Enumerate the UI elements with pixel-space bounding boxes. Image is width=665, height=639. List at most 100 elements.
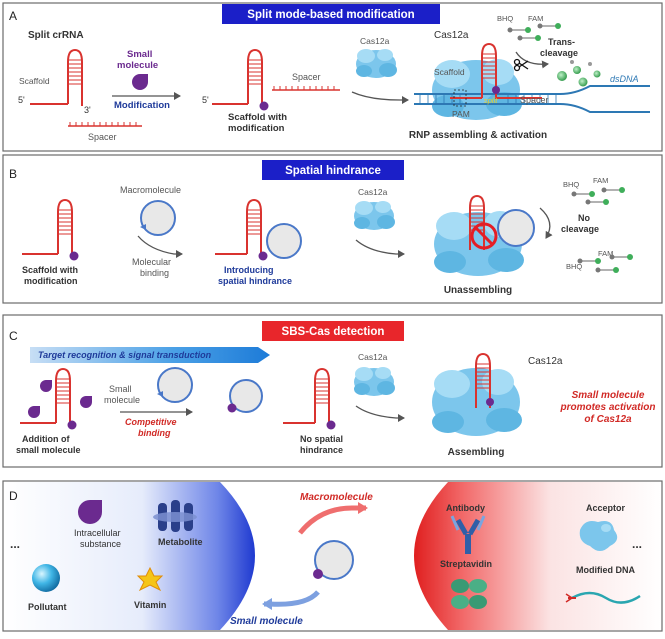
spacer-strand-a1 (68, 122, 142, 127)
small-molecule-icon-c3 (80, 396, 92, 408)
assembling-label: Assembling (448, 447, 505, 458)
promotes-1: Small molecule (572, 390, 645, 401)
small-molecule-label-a: Small (127, 49, 152, 60)
small-molecule-label-c1: Small (109, 384, 132, 394)
three-prime-label: 3' (84, 105, 91, 115)
cas12a-label-a-small: Cas12a (360, 36, 390, 46)
scaffold-hairpin-b1 (22, 199, 79, 261)
pollutant-icon (32, 564, 60, 592)
trans-label-2: cleavage (540, 48, 578, 58)
pam-box (453, 89, 467, 107)
molecular-binding-1: Molecular (132, 257, 171, 267)
assembly-arrow-a (351, 91, 409, 104)
macromolecule-arrow (298, 502, 368, 535)
split-crrna-label: Split crRNA (28, 30, 84, 41)
cas12a-label-a-big: Cas12a (434, 30, 469, 41)
antibody-icon (450, 515, 486, 554)
molecular-binding-arrow (137, 235, 183, 258)
bhq-label-b: BHQ (563, 180, 579, 189)
streptavidin-icon (451, 579, 487, 609)
small-molecule-bound-d (313, 569, 323, 579)
cas12a-protein-b-small (354, 201, 395, 230)
no-cleavage-1: No (578, 213, 590, 223)
macromolecule-label-d: Macromolecule (300, 492, 373, 503)
pollutant-label: Pollutant (28, 602, 67, 612)
unassembling-label: Unassembling (444, 285, 512, 296)
macromolecule-circle-c1 (157, 367, 193, 403)
introducing-2: spatial hindrance (218, 276, 292, 286)
promotes-3: of Cas12a (584, 414, 632, 425)
no-spatial-1: No spatial (300, 434, 343, 444)
scissors-icon (513, 58, 529, 72)
antibody-label: Antibody (446, 503, 485, 513)
panel-d-letter: D (9, 489, 18, 503)
macromolecule-blocking-b (497, 209, 535, 247)
cas12a-label-b: Cas12a (358, 187, 388, 197)
bhq-label-b2: BHQ (566, 262, 582, 271)
signal-transduction-arrow-bar (30, 347, 270, 363)
fam-label-b2: FAM (598, 249, 613, 258)
addition-2: small molecule (16, 445, 81, 455)
addition-1: Addition of (22, 434, 70, 444)
modification-label: Modification (114, 100, 170, 111)
no-entry-icon (470, 222, 498, 250)
scaffold-label: Scaffold (19, 76, 50, 86)
binding-site-icon-b (140, 224, 146, 230)
panel-b-title: Spatial hindrance (285, 165, 381, 177)
spacer-strand-a2 (272, 86, 340, 91)
promotes-2: promotes activation (559, 402, 655, 413)
competitive-2: binding (138, 428, 171, 438)
acceptor-label: Acceptor (586, 503, 626, 513)
macromolecule-circle-b (140, 200, 176, 236)
assembly-arrow-c (355, 405, 405, 422)
small-molecule-icon-c2 (28, 406, 40, 418)
pam-label: PAM (452, 109, 470, 119)
ellipsis-left: ... (10, 537, 20, 551)
vitamin-label: Vitamin (134, 600, 166, 610)
intracellular-2: substance (80, 539, 121, 549)
small-molecule-label-d: Small molecule (230, 616, 303, 627)
fam-label-a: FAM (528, 14, 543, 23)
molecular-binding-2: binding (140, 268, 169, 278)
streptavidin-label: Streptavidin (440, 559, 492, 569)
intracellular-substance-icon (78, 500, 102, 524)
panel-a-title-banner (222, 4, 440, 24)
panel-c-title: SBS-Cas detection (282, 326, 385, 338)
small-molecule-label-c2: molecule (104, 395, 140, 405)
trans-label-1: Trans- (548, 37, 575, 47)
small-molecule-icon-c1 (40, 380, 52, 392)
metabolite-label: Metabolite (158, 537, 203, 547)
no-cleavage-arrow (539, 207, 553, 239)
macromolecule-bound-b (266, 223, 302, 259)
cas12a-protein-c-small (354, 367, 395, 396)
spacer-label-a2: Spacer (292, 72, 321, 82)
dsdna-label: dsDNA (610, 74, 639, 84)
modified-dna-label: Modified DNA (576, 565, 635, 575)
competitive-1: Competitive (125, 417, 177, 427)
cas12a-protein-a-small (356, 49, 397, 78)
scaffold-with-mod-a1: Scaffold with (228, 112, 287, 123)
metabolite-icon (153, 500, 197, 532)
scaffold-hairpin-c2 (283, 368, 336, 430)
target-recognition-label: Target recognition & signal transduction (38, 350, 212, 360)
macromolecule-circle-d (314, 540, 354, 580)
panel-c-title-banner (262, 321, 404, 341)
rnp-assembling-label: RNP assembling & activation (409, 130, 547, 141)
small-molecule-bound-c (227, 403, 237, 413)
cas12a-label-c-big: Cas12a (528, 356, 563, 367)
scaffold-hairpin-c1 (20, 368, 77, 430)
scaffold-hairpin-a1 (30, 49, 83, 106)
bhq-label-a: BHQ (497, 14, 513, 23)
modified-dna-icon (565, 591, 641, 604)
scaffold-with-mod-b1: Scaffold with (22, 265, 78, 275)
scaffold-hairpin-b2 (215, 199, 268, 261)
panel-a-title: Split mode-based modification (247, 9, 414, 21)
no-spatial-2: hindrance (300, 445, 343, 455)
spacer-label-a3: Spacer (520, 95, 549, 105)
fam-fluorescence-burst (557, 60, 601, 87)
five-prime-label: 5' (18, 95, 25, 105)
introducing-1: Introducing (224, 265, 274, 275)
scaffold-hairpin-c3 (475, 353, 494, 409)
